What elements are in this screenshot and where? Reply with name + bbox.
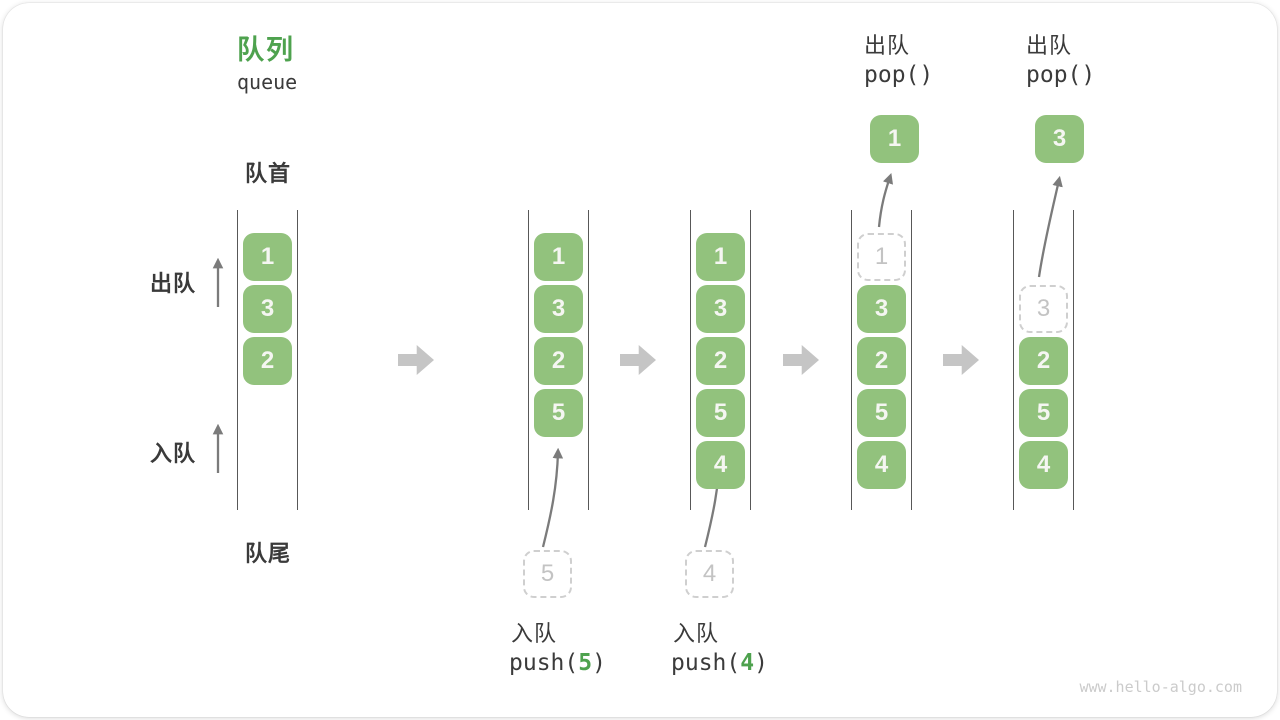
queue-walls-state-5 (1013, 210, 1074, 510)
enqueue-op-code: push(5) (509, 650, 606, 676)
queue-cell: 2 (243, 337, 292, 385)
label-queue-front: 队首 (245, 161, 292, 186)
queue-cell: 4 (696, 441, 745, 489)
figure-title: 队列 (237, 35, 295, 65)
removed-cell-ghost: 1 (857, 233, 906, 281)
queue-cell: 3 (534, 285, 583, 333)
enqueue-op-label: 入队 (511, 621, 558, 646)
queue-walls-state-3 (690, 210, 751, 510)
queue-cell: 5 (696, 389, 745, 437)
queue-cell: 3 (243, 285, 292, 333)
queue-walls-state-1 (237, 210, 298, 510)
queue-cell: 3 (857, 285, 906, 333)
code-arg: 4 (740, 650, 755, 676)
popped-cell: 1 (870, 115, 919, 163)
queue-walls-state-4 (851, 210, 912, 510)
queue-cell: 5 (857, 389, 906, 437)
queue-cell: 4 (857, 441, 906, 489)
pending-enqueue-cell: 4 (685, 550, 734, 598)
dequeue-op-code: pop() (864, 62, 934, 88)
code-arg: 5 (578, 650, 593, 676)
queue-cell: 2 (696, 337, 745, 385)
label-queue-rear: 队尾 (245, 541, 292, 566)
popped-cell: 3 (1035, 115, 1084, 163)
queue-cell: 5 (534, 389, 583, 437)
queue-cell: 1 (534, 233, 583, 281)
queue-cell: 2 (534, 337, 583, 385)
code-text: ) (754, 650, 768, 676)
pending-enqueue-cell: 5 (523, 550, 572, 598)
queue-cell: 2 (857, 337, 906, 385)
queue-cell: 1 (243, 233, 292, 281)
queue-cell: 3 (696, 285, 745, 333)
queue-cell: 2 (1019, 337, 1068, 385)
removed-cell-ghost: 3 (1019, 285, 1068, 333)
label-enqueue-side: 入队 (150, 441, 197, 466)
figure-subtitle: queue (237, 70, 298, 94)
label-dequeue-side: 出队 (150, 271, 197, 296)
code-text: ) (592, 650, 606, 676)
enqueue-op-code: push(4) (671, 650, 768, 676)
code-text: push( (671, 650, 741, 676)
watermark: www.hello-algo.com (1079, 678, 1242, 696)
dequeue-op-code: pop() (1026, 62, 1096, 88)
queue-cell: 5 (1019, 389, 1068, 437)
dequeue-op-label: 出队 (864, 33, 911, 58)
queue-cell: 4 (1019, 441, 1068, 489)
queue-walls-state-2 (528, 210, 589, 510)
queue-cell: 1 (696, 233, 745, 281)
code-text: push( (509, 650, 579, 676)
dequeue-op-label: 出队 (1026, 33, 1073, 58)
enqueue-op-label: 入队 (673, 621, 720, 646)
